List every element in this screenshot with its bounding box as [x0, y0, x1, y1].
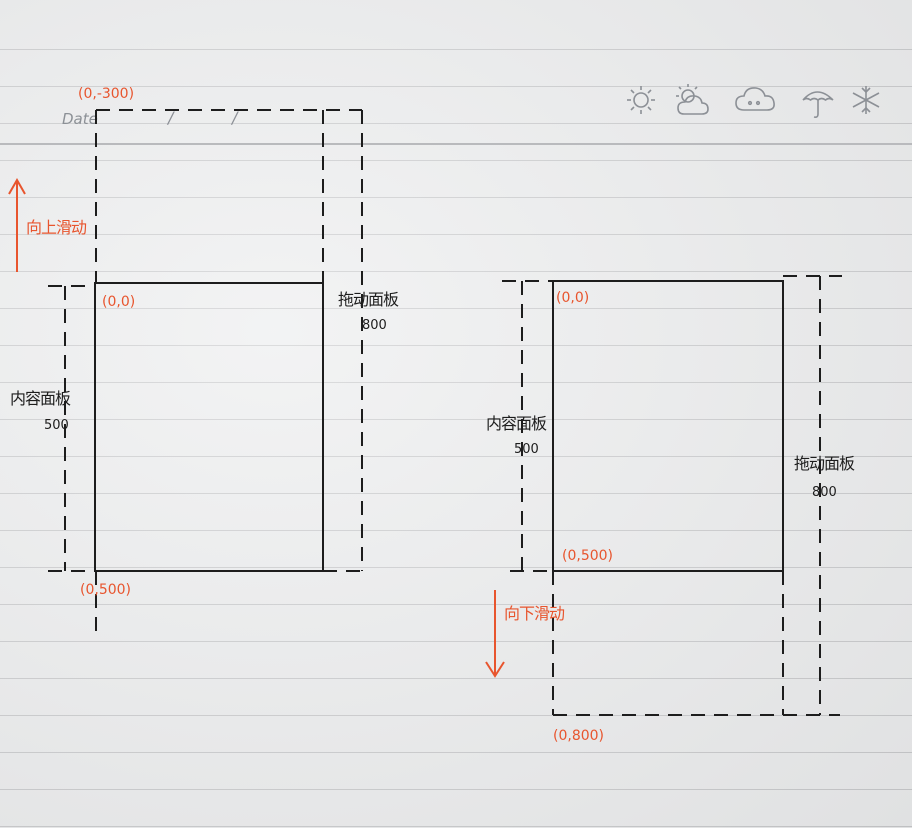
right-mid-coord: (0,500) [562, 548, 614, 564]
left-content-panel-label: 内容面板 [10, 389, 71, 408]
left-scroll-up-label: 向上滑动 [26, 218, 87, 237]
left-drag-panel-label: 拖动面板 [338, 290, 399, 309]
umbrella-icon [802, 91, 834, 118]
left-content-panel-value: 500 [44, 418, 69, 433]
right-bottom-coord: (0,800) [553, 728, 605, 744]
left-drag-panel [48, 109, 363, 640]
sun-icon [627, 86, 655, 114]
right-drag-panel-label: 拖动面板 [794, 454, 855, 473]
cloud-icon [735, 87, 775, 111]
scroll-up-arrow-icon [8, 177, 26, 272]
right-drag-panel-value: 800 [812, 485, 837, 500]
date-slash: / [232, 108, 238, 127]
sun-cloud-icon [676, 84, 709, 115]
right-content-panel [552, 280, 784, 572]
date-slash: / [168, 108, 174, 127]
right-content-panel-label: 内容面板 [486, 414, 547, 433]
snowflake-icon [852, 86, 880, 114]
left-drag-panel-value: 800 [362, 318, 387, 333]
right-scroll-down-label: 向下滑动 [504, 604, 565, 623]
left-content-panel [94, 282, 324, 572]
left-bottom-coord: (0,500) [80, 582, 132, 598]
right-drag-panel [502, 275, 842, 716]
right-origin-coord: (0,0) [556, 290, 590, 306]
scroll-down-arrow-icon [485, 590, 505, 678]
right-content-panel-value: 500 [514, 442, 539, 457]
header-rule [0, 143, 912, 145]
left-origin-coord: (0,0) [102, 294, 136, 310]
date-label: Date [62, 110, 98, 128]
left-top-coord: (0,-300) [78, 86, 135, 102]
